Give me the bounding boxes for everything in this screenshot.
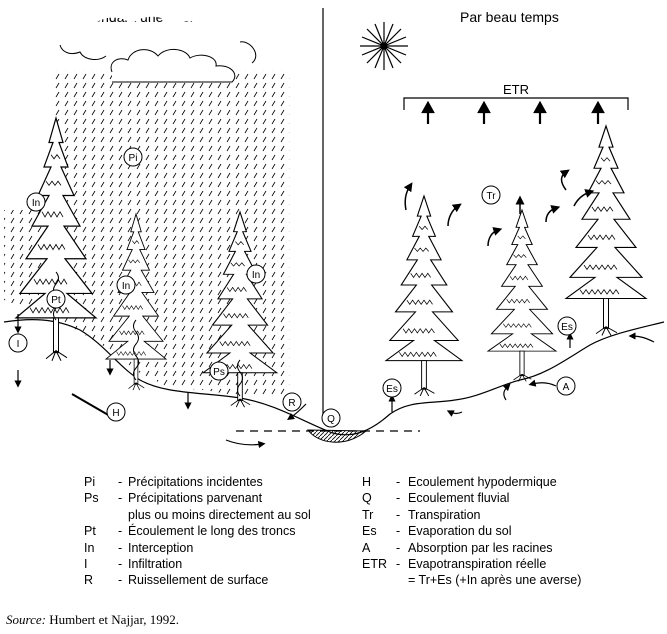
label-in-1: In: [32, 198, 40, 209]
source-label: Source:: [6, 612, 46, 627]
legend-dash: -: [118, 491, 123, 506]
legend-text: Précipitations parvenant: [128, 491, 263, 506]
label-i: I: [17, 339, 20, 350]
legend-text: Ecoulement fluvial: [408, 491, 510, 506]
legend-dash: -: [396, 524, 401, 539]
cloud: [59, 8, 290, 63]
legend-dash: -: [118, 573, 123, 588]
label-pi: Pi: [129, 153, 138, 164]
sun-icon: [360, 22, 408, 70]
legend-text: Ruissellement de surface: [128, 573, 269, 588]
legend-dash: -: [118, 540, 123, 555]
legend-row: Es -Evaporation du sol: [362, 523, 652, 539]
legend-text: Transpiration: [408, 507, 481, 522]
legend-row: plus ou moins directement au sol: [84, 507, 344, 523]
legend-row: Tr -Transpiration: [362, 507, 652, 523]
legend-dash: -: [118, 556, 123, 571]
legend-key: Q: [362, 491, 372, 506]
legend-key: In: [84, 540, 95, 555]
legend-row: Ps -Précipitations parvenant: [84, 490, 344, 506]
legend-left: Pi-Précipitations incidentes Ps-Précipit…: [84, 474, 344, 589]
legend-text: Evaporation du sol: [408, 524, 512, 539]
label-tr: Tr: [486, 191, 496, 202]
legend-text: Précipitations incidentes: [128, 475, 263, 489]
legend-row: I -Infiltration: [84, 556, 344, 572]
legend-text: Infiltration: [128, 556, 183, 571]
label-es-2: Es: [561, 322, 573, 333]
legend-text: = Tr+Es (+In après une averse): [408, 573, 582, 588]
legend-dash: -: [396, 491, 401, 506]
legend-key: A: [362, 540, 371, 555]
legend-text: Interception: [128, 540, 194, 555]
label-es-1: Es: [386, 384, 398, 395]
legend-dash: -: [396, 475, 401, 489]
etr-bracket: [403, 97, 629, 110]
legend-key: Pi: [84, 475, 96, 489]
legend-key: Tr: [362, 507, 374, 522]
legend-row: Pt -Écoulement le long des troncs: [84, 523, 344, 539]
label-a: A: [563, 382, 570, 393]
legend-text: Écoulement le long des troncs: [128, 524, 296, 539]
label-pt: Pt: [51, 295, 61, 306]
legend-right: H-Ecoulement hypodermique Q-Ecoulement f…: [362, 474, 652, 589]
legend-text: Evapotranspiration réelle: [408, 556, 547, 571]
legend-key: Ps: [84, 491, 99, 506]
river-channel: [307, 429, 368, 443]
legend-key: Pt: [84, 524, 96, 539]
tree-right-1: [385, 195, 463, 397]
legend-row: In -Interception: [84, 540, 344, 556]
legend-dash: -: [118, 475, 123, 489]
legend-dash: -: [396, 540, 401, 555]
source-citation: Source: Humbert et Najjar, 1992.: [6, 612, 179, 628]
legend-row: ETR-Evapotranspiration réelle: [362, 556, 652, 572]
label-ps: Ps: [213, 367, 225, 378]
legend-key: Es: [362, 524, 377, 539]
legend-key: H: [362, 475, 372, 489]
legend-dash: -: [396, 507, 401, 522]
legend-row: H -Ecoulement hypodermique: [362, 474, 652, 490]
legend-row: = Tr+Es (+In après une averse): [362, 572, 652, 588]
legend-key: I: [84, 556, 88, 571]
legend-key: R: [84, 573, 94, 588]
legend-row: A -Absorption par les racines: [362, 540, 652, 556]
title-right: Par beau temps: [460, 9, 559, 25]
water-cycle-diagram: ETR Pi In In In Pt I Ps H R Q Es Es Tr A: [3, 8, 665, 449]
legend-text: Absorption par les racines: [408, 540, 553, 555]
label-r: R: [288, 398, 295, 409]
legend-row: Q -Ecoulement fluvial: [362, 490, 652, 506]
legend-row: Pi -Précipitations incidentes: [84, 474, 344, 490]
label-q: Q: [327, 414, 335, 425]
tree-right-3: [565, 125, 647, 337]
label-in-3: In: [252, 270, 260, 281]
legend-row: R -Ruissellement de surface: [84, 572, 344, 588]
label-h: H: [112, 408, 119, 419]
legend-dash: -: [396, 556, 401, 571]
legend-key: ETR: [362, 556, 387, 571]
label-in-2: In: [122, 281, 130, 292]
legend-text: plus ou moins directement au sol: [128, 507, 311, 522]
legend-text: Ecoulement hypodermique: [408, 475, 557, 489]
etr-label: ETR: [503, 82, 529, 97]
tree-right-2: [487, 209, 557, 382]
source-text: Humbert et Najjar, 1992.: [49, 612, 180, 627]
legend-dash: -: [118, 524, 123, 539]
